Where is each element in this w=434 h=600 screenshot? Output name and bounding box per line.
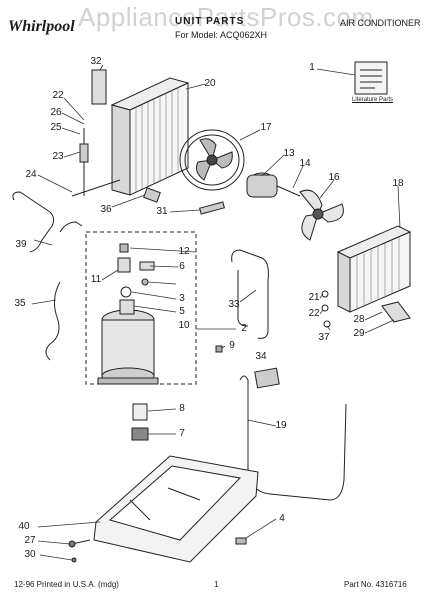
condenser-fan <box>299 189 344 241</box>
model-subtitle: For Model: ACQ062XH <box>175 30 268 40</box>
callout-13: 13 <box>283 148 295 159</box>
callout-11: 11 <box>90 274 102 285</box>
callout-9: 9 <box>229 340 235 351</box>
callout-36: 36 <box>100 204 112 215</box>
callout-19: 19 <box>275 420 287 431</box>
callout-3: 3 <box>179 293 185 304</box>
compressor <box>97 309 159 385</box>
literature-parts-card <box>354 61 388 95</box>
callout-17: 17 <box>260 122 272 133</box>
leader-lines <box>31 64 401 561</box>
callout-21: 21 <box>308 292 320 303</box>
drain-block <box>143 187 161 203</box>
compressor-isolator <box>132 403 148 421</box>
callout-1: 1 <box>309 62 315 73</box>
callout-39: 39 <box>15 239 27 250</box>
overload-protector <box>254 367 280 389</box>
callout-37: 37 <box>318 332 330 343</box>
footer-part-number: Part No. 4316716 <box>344 580 407 589</box>
whirlpool-logo: Whirlpool <box>8 18 75 35</box>
grommet <box>131 427 149 441</box>
suction-tube <box>12 191 55 253</box>
callout-8: 8 <box>179 403 185 414</box>
top-bracket-bar <box>91 69 107 105</box>
literature-parts-label: Literature Parts <box>352 97 394 103</box>
product-type: AIR CONDITIONER <box>340 18 421 28</box>
callout-18: 18 <box>392 178 404 189</box>
watermark: AppliancePartsPros.com <box>78 2 374 32</box>
callout-29: 29 <box>353 328 365 339</box>
callout-26: 26 <box>50 107 62 118</box>
callout-34: 34 <box>255 351 267 362</box>
callout-6: 6 <box>179 261 185 272</box>
fan-motor <box>246 172 301 198</box>
callout-24: 24 <box>25 169 37 180</box>
callout-35: 35 <box>14 298 26 309</box>
page-title: UNIT PARTS <box>175 16 245 27</box>
wiring-harness <box>45 281 61 361</box>
callout-12: 12 <box>178 246 190 257</box>
refrigerant-tubing <box>231 249 269 339</box>
callout-14: 14 <box>299 158 311 169</box>
callout-10: 10 <box>178 320 190 331</box>
base-pan <box>93 455 259 563</box>
callout-7: 7 <box>179 428 185 439</box>
callout-2: 2 <box>241 323 247 334</box>
callout-40: 40 <box>18 521 30 532</box>
callout-30: 30 <box>24 549 36 560</box>
footer-page-number: 1 <box>214 580 219 589</box>
callout-22-top: 22 <box>52 90 64 101</box>
footer-print-info: 12-96 Printed in U.S.A. (mdg) <box>14 580 119 589</box>
callout-28: 28 <box>353 314 365 325</box>
callout-16: 16 <box>328 172 340 183</box>
insulation-strip <box>199 201 225 215</box>
callout-31: 31 <box>156 206 168 217</box>
callout-22-right: 22 <box>308 308 320 319</box>
evaporator-coil <box>110 77 190 196</box>
callout-20: 20 <box>204 78 216 89</box>
callout-23: 23 <box>52 151 64 162</box>
condenser-coil <box>336 225 412 313</box>
callout-27: 27 <box>24 535 36 546</box>
callout-33: 33 <box>228 299 240 310</box>
callout-4: 4 <box>279 513 285 524</box>
callout-32: 32 <box>90 56 102 67</box>
blower-wheel <box>179 129 245 191</box>
callout-5: 5 <box>179 306 185 317</box>
callout-25: 25 <box>50 122 62 133</box>
